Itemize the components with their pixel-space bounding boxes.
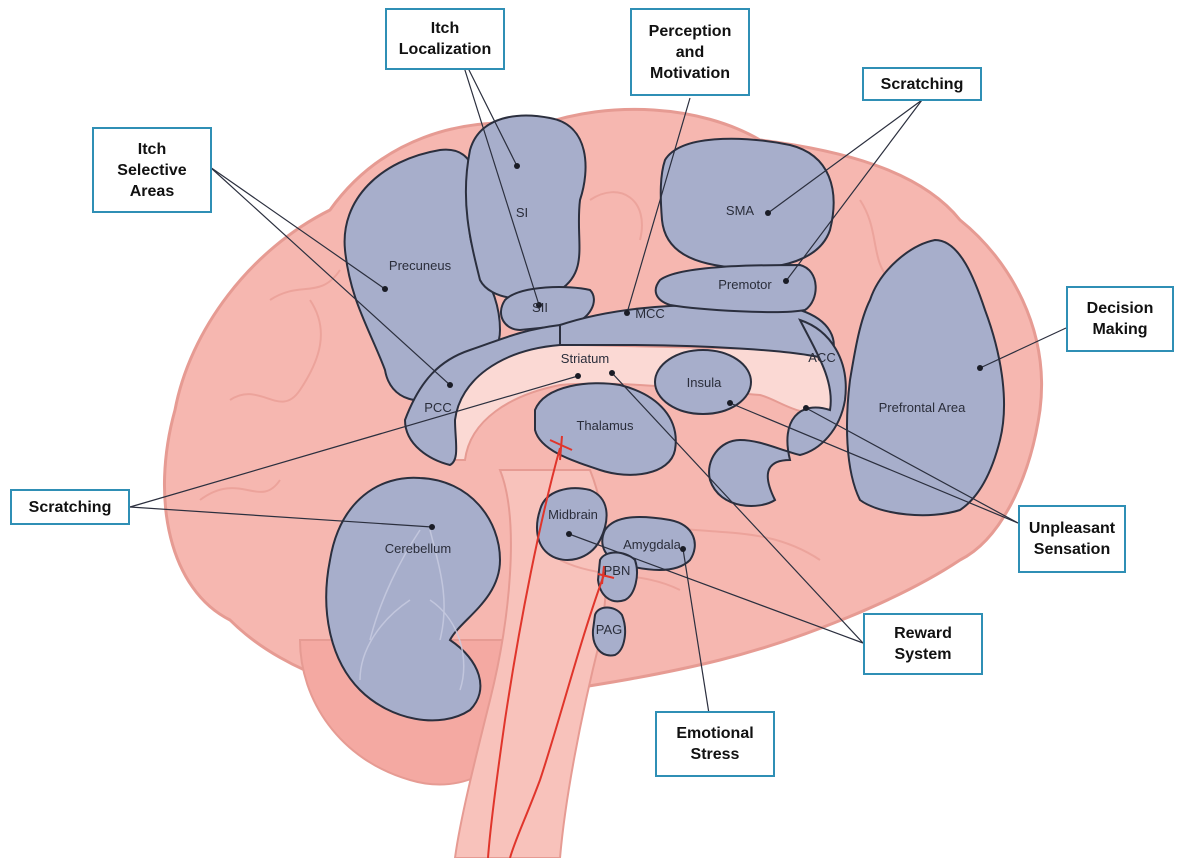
label-thalamus: Thalamus [576,418,634,433]
callout-scratching-left: Scratching [10,489,130,525]
label-pbn: PBN [604,563,631,578]
label-precuneus: Precuneus [389,258,452,273]
label-premotor: Premotor [718,277,772,292]
label-prefrontal: Prefrontal Area [879,400,966,415]
label-midbrain: Midbrain [548,507,598,522]
label-pcc: PCC [424,400,451,415]
callout-scratching-top: Scratching [862,67,982,101]
label-sii: SII [532,300,548,315]
callout-unpleasant-sensation: UnpleasantSensation [1018,505,1126,573]
callout-reward-system: RewardSystem [863,613,983,675]
label-pag: PAG [596,622,623,637]
callout-decision-making: DecisionMaking [1066,286,1174,352]
label-cerebellum: Cerebellum [385,541,451,556]
label-acc: ACC [808,350,835,365]
label-striatum: Striatum [561,351,609,366]
label-amygdala: Amygdala [623,537,682,552]
callout-emotional-stress: EmotionalStress [655,711,775,777]
label-si: SI [516,205,528,220]
label-insula: Insula [687,375,722,390]
callout-itch-localization: ItchLocalization [385,8,505,70]
callout-perception-motivation: PerceptionandMotivation [630,8,750,96]
callout-itch-selective-areas: ItchSelectiveAreas [92,127,212,213]
label-mcc: MCC [635,306,665,321]
label-sma: SMA [726,203,755,218]
